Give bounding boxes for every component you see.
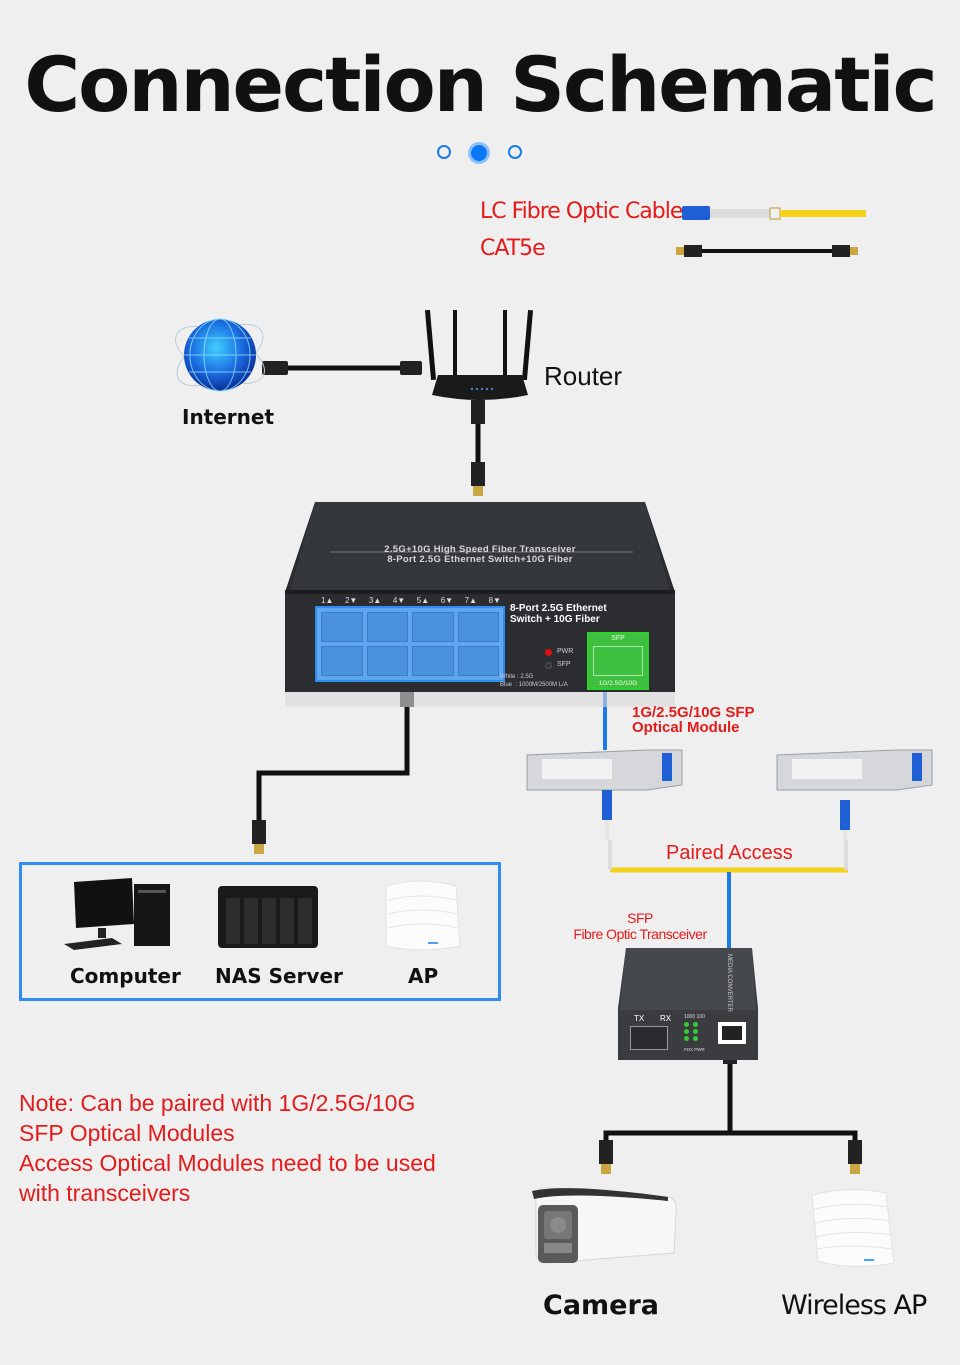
nas-server-label: NAS Server	[215, 964, 343, 988]
led-legend-blue: Blue : 1000M/2500M L/A	[500, 682, 568, 688]
media-converter-transceiver: MEDIA CONVERTER TX RX 1000 100 FDX PWR	[618, 948, 758, 1060]
carousel-pager	[435, 142, 535, 164]
transceiver-label: SFP Fibre Optic Transceiver	[540, 910, 740, 942]
legend-cables	[676, 206, 866, 257]
note-line-4: with transceivers	[19, 1180, 191, 1206]
cable-switch-devices	[256, 690, 410, 850]
sfp-led-label: SFP	[557, 661, 571, 668]
sfp-optical-module-right	[776, 749, 933, 840]
transceiver-label-line1: SFP	[627, 910, 653, 926]
port-label: 3▲	[368, 596, 382, 605]
paired-access-label: Paired Access	[666, 842, 793, 864]
port-label: 1▲	[321, 596, 334, 605]
router-icon	[424, 309, 534, 400]
nas-server-icon	[218, 886, 318, 948]
sfp-speed-label: 1G/2.5G/10G	[598, 680, 638, 687]
ethernet-switch: 2.5G+10G High Speed Fiber Transceiver 8-…	[285, 502, 675, 707]
sfp-slot[interactable]	[630, 1026, 668, 1050]
lc-fibre-cable-icon	[682, 206, 866, 220]
sfp-led-icon	[545, 662, 552, 669]
rx-label: RX	[660, 1014, 672, 1023]
sfp-module-label-line1: 1G/2.5G/10G SFP	[632, 704, 755, 721]
pwr-led-icon	[545, 649, 552, 656]
switch-top-label-2: 8-Port 2.5G Ethernet Switch+10G Fiber	[387, 554, 573, 565]
rj45-port-4[interactable]	[366, 646, 408, 676]
rj45-port-3[interactable]	[366, 612, 408, 642]
sfp-optical-module-left	[526, 749, 683, 840]
port-label: 7▲	[464, 596, 477, 605]
cable-transceiver-camera-ap	[603, 1130, 858, 1165]
access-point-icon	[385, 880, 461, 951]
led-legend-white: White : 2.5G	[500, 674, 534, 680]
port-number-labels: 1▲ 2▼ 3▲ 4▼ 5▲ 6▼ 7▲ 8▼	[321, 596, 501, 606]
sfp-module-label-line2: Optical Module	[632, 719, 740, 736]
sfp-port-label: SFP	[611, 635, 625, 642]
internet-globe-icon	[175, 318, 265, 392]
note-line-2: SFP Optical Modules	[19, 1120, 235, 1146]
note-line-1: Note: Can be paired with 1G/2.5G/10G	[19, 1090, 416, 1116]
legend-cat5e-label: CAT5e	[480, 236, 546, 261]
port-label: 6▼	[440, 596, 454, 605]
port-label: 5▲	[416, 596, 430, 605]
port-label: 4▼	[392, 596, 406, 605]
sfp-module-label: 1G/2.5G/10G SFP Optical Module	[632, 705, 755, 735]
switch-front-label-1: 8-Port 2.5G Ethernet	[510, 603, 607, 614]
port-label: 2▼	[344, 596, 358, 605]
led-header: 1000 100	[684, 1014, 705, 1020]
camera-label: Camera	[543, 1290, 660, 1321]
led-footer: FDX PWR	[684, 1047, 705, 1052]
pager-dot-2-active[interactable]	[468, 142, 490, 164]
pager-dot-3[interactable]	[508, 145, 522, 159]
pwr-led-label: PWR	[557, 648, 574, 655]
router-label: Router	[544, 361, 623, 391]
camera-icon	[532, 1187, 677, 1264]
page-title: Connection Schematic	[24, 40, 937, 129]
converter-side-text: MEDIA CONVERTER	[726, 954, 732, 1012]
ap-label: AP	[408, 964, 439, 988]
rj45-port-8[interactable]	[457, 646, 499, 676]
rj45-port-2[interactable]	[321, 646, 363, 676]
computer-icon	[64, 878, 170, 950]
rj45-port-1[interactable]	[321, 612, 363, 642]
switch-top-label-1: 2.5G+10G High Speed Fiber Transceiver	[384, 544, 576, 555]
ethernet-ports	[315, 606, 505, 682]
rj45-port-5[interactable]	[412, 612, 454, 642]
internet-label: Internet	[182, 405, 275, 429]
transceiver-label-line2: Fibre Optic Transceiver	[573, 926, 707, 942]
wireless-ap-icon	[811, 1188, 895, 1268]
lan-devices-box	[19, 862, 501, 1001]
pager-dot-1[interactable]	[437, 145, 451, 159]
computer-label: Computer	[70, 964, 181, 988]
sfp-port[interactable]: SFP 1G/2.5G/10G	[587, 632, 649, 690]
wireless-ap-label: Wireless AP	[781, 1290, 927, 1321]
port-label: 8▼	[488, 596, 501, 605]
switch-front-label-2: Switch + 10G Fiber	[510, 614, 600, 625]
rj45-port-6[interactable]	[412, 646, 454, 676]
note-line-3: Access Optical Modules need to be used	[19, 1150, 436, 1176]
rj45-port-7[interactable]	[457, 612, 499, 642]
note-text: Note: Can be paired with 1G/2.5G/10G SFP…	[19, 1088, 519, 1208]
legend-fibre-label: LC Fibre Optic Cable	[480, 199, 683, 224]
tx-label: TX	[634, 1014, 645, 1023]
cat5e-cable-icon	[676, 245, 858, 257]
status-leds	[684, 1022, 700, 1041]
rj45-port[interactable]	[718, 1022, 746, 1044]
